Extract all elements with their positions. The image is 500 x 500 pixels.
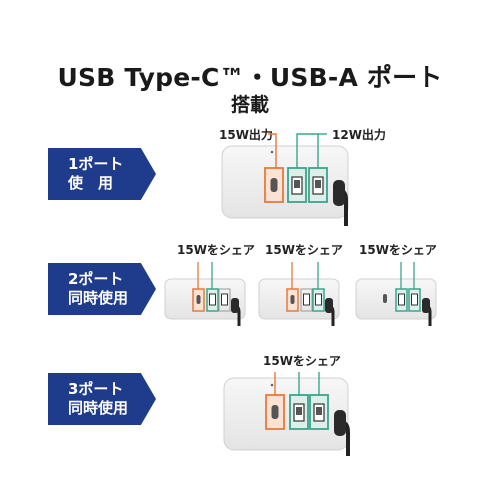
badge-line1: 2ポート <box>68 270 124 288</box>
label-share-a-a: 15Wをシェア <box>359 243 437 257</box>
badge-line2: 同時使用 <box>68 399 129 417</box>
badge-line1: 3ポート <box>68 380 124 398</box>
badge-line2: 使 用 <box>68 174 114 192</box>
device-row2-b <box>258 262 340 326</box>
device-row2-c <box>355 262 437 326</box>
page-title: USB Type-C™・USB-A ポート <box>57 63 443 92</box>
device-row1 <box>221 133 349 226</box>
label-share-c-a-2: 15Wをシェア <box>265 243 343 257</box>
badge-three-ports: 3ポート 同時使用 <box>48 373 156 425</box>
badge-two-ports: 2ポート 同時使用 <box>48 263 156 315</box>
label-a-12w: 12W出力 <box>332 128 386 142</box>
label-share-c-a: 15Wをシェア <box>177 243 255 257</box>
badge-line1: 1ポート <box>68 155 124 173</box>
badge-line2: 同時使用 <box>68 289 129 307</box>
label-c-15w: 15W出力 <box>219 128 273 142</box>
label-share-all: 15Wをシェア <box>263 354 341 368</box>
page-subtitle: 搭載 <box>230 94 269 116</box>
badge-one-port: 1ポート 使 用 <box>48 148 156 200</box>
device-row3 <box>223 372 350 456</box>
device-row2-a <box>164 262 246 326</box>
